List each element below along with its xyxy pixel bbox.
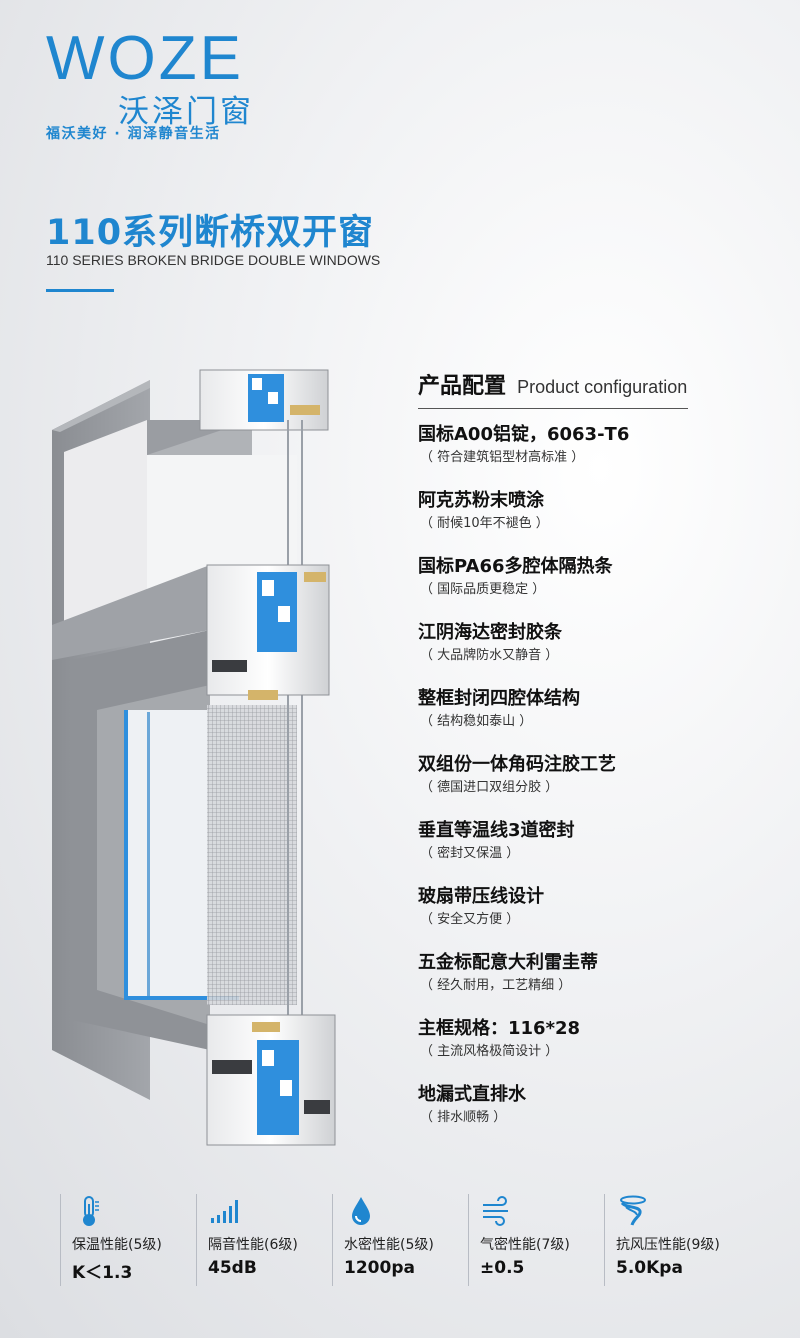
spec-value: 1200pa xyxy=(344,1258,415,1278)
spec-insulation: 保温性能(5级) K＜1.3 xyxy=(60,1190,196,1290)
config-item-sub: （ 耐候10年不褪色 ） xyxy=(420,516,549,531)
config-item-title: 双组份一体角码注胶工艺 xyxy=(418,754,616,775)
config-item-title: 五金标配意大利雷圭蒂 xyxy=(418,952,598,973)
spec-label: 抗风压性能(9级) xyxy=(616,1237,720,1253)
spec-divider xyxy=(60,1194,61,1286)
spec-value: 45dB xyxy=(208,1258,257,1278)
spec-value: ±0.5 xyxy=(480,1258,525,1278)
signal-bars-icon xyxy=(211,1200,238,1223)
config-divider xyxy=(418,408,688,409)
config-heading: 产品配置 Product configuration xyxy=(418,368,788,400)
config-item-sub: （ 排水顺畅 ） xyxy=(420,1110,507,1125)
spec-label: 保温性能(5级) xyxy=(72,1237,162,1253)
config-item: 主框规格：116*28 （ 主流风格极简设计 ） xyxy=(418,1017,788,1083)
brand-slogan: 福沃美好 · 润泽静音生活 xyxy=(46,126,221,142)
logo-chinese-name: 沃泽门窗 xyxy=(118,94,254,130)
config-item-sub: （ 密封又保温 ） xyxy=(420,846,520,861)
thermometer-icon xyxy=(83,1196,99,1226)
window-section-illustration xyxy=(52,369,336,1146)
config-item-title: 整框封闭四腔体结构 xyxy=(418,688,580,709)
wind-icon xyxy=(483,1196,508,1226)
config-item-sub: （ 经久耐用，工艺精细 ） xyxy=(420,978,572,993)
config-item: 国标A00铝锭，6063-T6 （ 符合建筑铝型材高标准 ） xyxy=(418,423,788,489)
config-heading-en: Product configuration xyxy=(517,377,688,397)
config-item-sub: （ 国际品质更稳定 ） xyxy=(420,582,546,597)
config-item: 五金标配意大利雷圭蒂 （ 经久耐用，工艺精细 ） xyxy=(418,951,788,1017)
config-item: 国标PA66多腔体隔热条 （ 国际品质更稳定 ） xyxy=(418,555,788,621)
config-item-title: 玻扇带压线设计 xyxy=(418,886,544,907)
config-item-title: 地漏式直排水 xyxy=(418,1084,526,1105)
config-item-sub: （ 大品牌防水又静音 ） xyxy=(420,648,559,663)
config-item: 地漏式直排水 （ 排水顺畅 ） xyxy=(418,1083,788,1149)
config-item-title: 国标PA66多腔体隔热条 xyxy=(418,556,613,577)
spec-divider xyxy=(196,1194,197,1286)
config-item: 双组份一体角码注胶工艺 （ 德国进口双组分胶 ） xyxy=(418,753,788,819)
config-item: 玻扇带压线设计 （ 安全又方便 ） xyxy=(418,885,788,951)
config-item: 阿克苏粉末喷涂 （ 耐候10年不褪色 ） xyxy=(418,489,788,555)
spec-label: 气密性能(7级) xyxy=(480,1237,570,1253)
page-subtitle: 110 SERIES BROKEN BRIDGE DOUBLE WINDOWS xyxy=(46,252,381,268)
config-item: 江阴海达密封胶条 （ 大品牌防水又静音 ） xyxy=(418,621,788,687)
config-item-sub: （ 结构稳如泰山 ） xyxy=(420,714,533,729)
config-item: 整框封闭四腔体结构 （ 结构稳如泰山 ） xyxy=(418,687,788,753)
config-item-title: 国标A00铝锭，6063-T6 xyxy=(418,424,630,445)
spec-divider xyxy=(468,1194,469,1286)
page-title: 110系列断桥双开窗 xyxy=(46,213,375,253)
config-item-title: 阿克苏粉末喷涂 xyxy=(418,490,544,511)
spec-value: 5.0Kpa xyxy=(616,1258,683,1278)
spec-divider xyxy=(332,1194,333,1286)
water-drop-icon xyxy=(352,1197,370,1225)
config-item-title: 主框规格：116*28 xyxy=(418,1018,581,1039)
config-item: 垂直等温线3道密封 （ 密封又保温 ） xyxy=(418,819,788,885)
config-item-sub: （ 符合建筑铝型材高标准 ） xyxy=(420,450,585,465)
spec-label: 隔音性能(6级) xyxy=(208,1237,298,1253)
spec-sound: 隔音性能(6级) 45dB xyxy=(196,1190,332,1290)
config-item-sub: （ 主流风格极简设计 ） xyxy=(420,1044,559,1059)
performance-specs: 保温性能(5级) K＜1.3 隔音性能(6级) 45dB 水密性能(5级) 12… xyxy=(60,1190,740,1290)
title-underline xyxy=(46,289,114,292)
spec-label: 水密性能(5级) xyxy=(344,1237,434,1253)
config-item-sub: （ 德国进口双组分胶 ） xyxy=(420,780,559,795)
spec-wind-pressure: 抗风压性能(9级) 5.0Kpa xyxy=(604,1190,740,1290)
tornado-icon xyxy=(620,1195,646,1226)
spec-divider xyxy=(604,1194,605,1286)
logo-wordmark: WOZE xyxy=(46,24,244,93)
product-configuration: 产品配置 Product configuration 国标A00铝锭，6063-… xyxy=(418,368,788,1149)
config-item-sub: （ 安全又方便 ） xyxy=(420,912,520,927)
brand-logo: WOZE xyxy=(46,28,244,90)
config-item-title: 江阴海达密封胶条 xyxy=(418,622,562,643)
spec-watertight: 水密性能(5级) 1200pa xyxy=(332,1190,468,1290)
config-heading-cn: 产品配置 xyxy=(418,374,507,399)
spec-value: K＜1.3 xyxy=(72,1263,133,1283)
config-item-title: 垂直等温线3道密封 xyxy=(418,820,575,841)
spec-airtight: 气密性能(7级) ±0.5 xyxy=(468,1190,604,1290)
